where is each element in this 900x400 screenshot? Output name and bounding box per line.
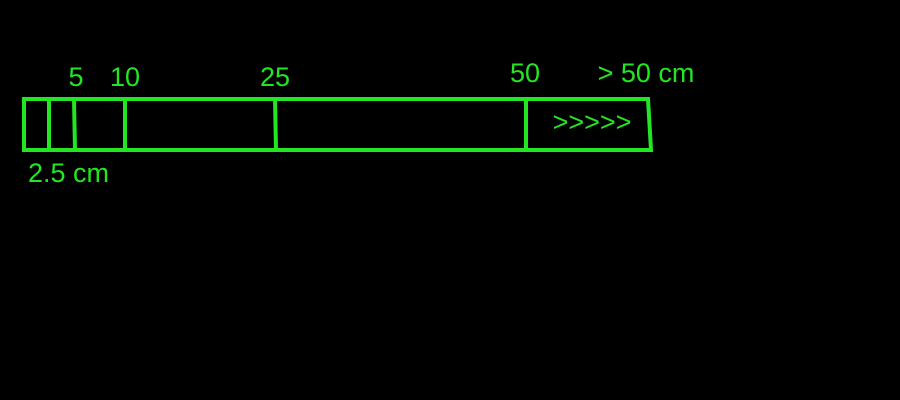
label-2-5-cm: 2.5 cm [28, 158, 109, 188]
divider-5 [72, 98, 77, 151]
label-50: 50 [510, 58, 540, 88]
label-10: 10 [110, 62, 140, 92]
scale-bar-outline [22, 97, 654, 152]
divider-25 [273, 98, 278, 151]
label-5: 5 [68, 62, 83, 92]
label-25: 25 [260, 62, 290, 92]
label-over-50: > 50 cm [598, 58, 695, 88]
overflow-marker: >>>>> [553, 107, 632, 137]
